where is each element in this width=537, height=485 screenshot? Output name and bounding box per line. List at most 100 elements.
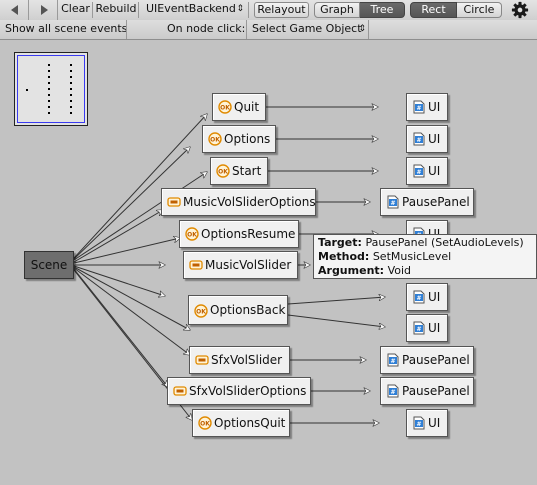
svg-text:OK: OK [200,421,210,428]
divider [126,20,127,39]
event-node-optionsquit[interactable]: OK OptionsQuit [192,409,290,437]
event-node-options[interactable]: OK Options [202,125,276,153]
svg-text:#: # [416,326,421,333]
event-node-sfxvolslider[interactable]: SfxVolSlider [189,346,290,374]
event-node-label: OptionsBack [210,303,286,317]
edge [73,266,190,330]
event-node-sfxvolslideroptions[interactable]: SfxVolSliderOptions [167,377,311,405]
tooltip-target-row: Target: PausePanel (SetAudioLevels) [318,236,532,250]
svg-text:OK: OK [218,169,228,176]
divider [368,20,369,39]
relayout-button[interactable]: Relayout [254,2,309,18]
svg-text:OK: OK [210,137,220,144]
ok-button-icon: OK [216,164,230,178]
scene-node[interactable]: Scene [24,251,74,279]
script-icon: # [413,100,425,114]
clear-button[interactable]: Clear [59,2,93,18]
svg-text:OK: OK [187,232,197,239]
rebuild-button[interactable]: Rebuild [94,2,139,18]
slider-icon [167,197,181,207]
script-icon: # [387,384,399,398]
updown-chevron-icon: ⇕ [236,4,244,14]
tooltip-argument-value: Void [387,264,412,277]
target-node-label: UI [428,132,441,146]
event-node-label: MusicVolSlider [205,258,292,272]
target-node-label: PausePanel [402,384,470,398]
svg-text:#: # [416,295,421,302]
target-node-ui[interactable]: # UI [406,409,448,437]
edge [73,172,207,261]
graph-toggle[interactable]: Graph [314,2,360,18]
svg-text:#: # [416,137,421,144]
svg-text:#: # [416,421,421,428]
target-node-pausepanel[interactable]: # PausePanel [380,377,474,405]
tree-toggle[interactable]: Tree [360,2,405,18]
target-node-ui[interactable]: # UI [406,157,448,185]
on-node-click-value: Select Game Object [252,22,362,35]
svg-text:OK: OK [196,309,206,316]
on-node-click-select[interactable]: Select Game Object ⇕ [252,22,366,36]
toolbar: Clear Rebuild UIEventBackend ⇕ Relayout … [0,0,537,21]
tooltip-method-row: Method: SetMusicLevel [318,250,532,264]
show-all-scene-events-toggle[interactable]: Show all scene events [5,22,128,35]
minimap-viewport[interactable] [17,55,85,123]
script-icon: # [413,164,425,178]
event-node-label: MusicVolSliderOptions [183,195,316,209]
ok-button-icon: OK [208,132,222,146]
circle-toggle[interactable]: Circle [457,2,502,18]
slider-icon [189,260,203,270]
event-node-optionsresume[interactable]: OK OptionsResume [179,220,299,248]
event-node-label: SfxVolSlider [211,353,283,367]
event-node-label: Quit [234,100,260,114]
edge [73,114,207,259]
slider-icon [195,355,209,365]
backend-select-value: UIEventBackend [146,2,236,15]
ok-button-icon: OK [218,100,232,114]
event-node-label: OptionsQuit [214,416,286,430]
edge [73,267,190,355]
script-icon: # [413,321,425,335]
edge-tooltip: Target: PausePanel (SetAudioLevels) Meth… [313,234,537,279]
updown-chevron-icon: ⇕ [358,24,366,34]
edge [73,238,180,264]
tooltip-argument-key: Argument: [318,264,385,277]
target-node-ui[interactable]: # UI [406,314,448,342]
svg-text:OK: OK [220,105,230,112]
script-icon: # [413,290,425,304]
event-node-musicvolslideroptions[interactable]: MusicVolSliderOptions [161,188,316,216]
event-node-quit[interactable]: OK Quit [212,93,266,121]
event-node-musicvolslider[interactable]: MusicVolSlider [183,251,298,279]
target-node-ui[interactable]: # UI [406,125,448,153]
target-node-label: PausePanel [402,195,470,209]
target-node-ui[interactable]: # UI [406,93,448,121]
ok-button-icon: OK [185,227,199,241]
event-node-start[interactable]: OK Start [210,157,268,185]
tooltip-argument-row: Argument: Void [318,264,532,278]
forward-button[interactable] [29,0,58,20]
script-icon: # [413,132,425,146]
target-node-label: UI [428,321,441,335]
script-icon: # [413,416,425,430]
arrow-left-icon [11,5,18,15]
script-icon: # [387,353,399,367]
edge [73,265,165,296]
svg-text:#: # [390,358,395,365]
tooltip-method-value: SetMusicLevel [372,250,452,263]
target-node-pausepanel[interactable]: # PausePanel [380,188,474,216]
ok-button-icon: OK [194,304,208,318]
divider [246,20,247,39]
event-node-label: Options [224,132,271,146]
svg-text:#: # [390,389,395,396]
edge [73,210,163,263]
target-node-pausepanel[interactable]: # PausePanel [380,346,474,374]
arrow-right-icon [41,5,48,15]
event-node-optionsback[interactable]: OK OptionsBack [188,295,288,325]
ok-button-icon: OK [198,416,212,430]
backend-select[interactable]: UIEventBackend ⇕ [140,2,249,18]
gear-icon[interactable] [511,1,529,19]
rect-toggle[interactable]: Rect [410,2,457,18]
back-button[interactable] [0,0,29,20]
target-node-ui[interactable]: # UI [406,283,448,311]
minimap[interactable] [14,52,88,126]
